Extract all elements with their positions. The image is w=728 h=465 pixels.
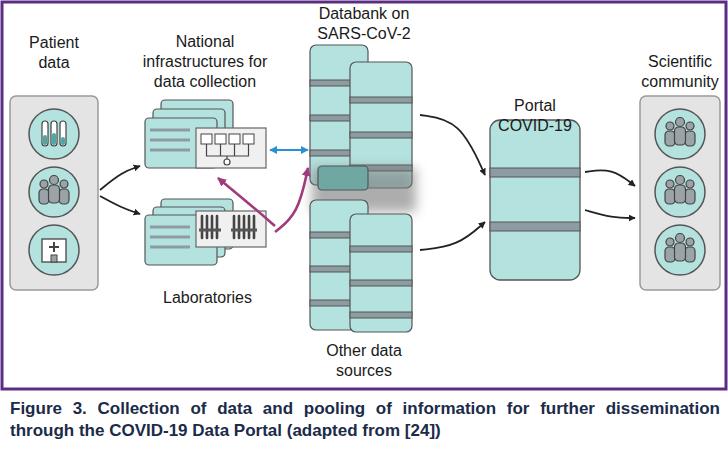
node-label: Portal COVID-19 (485, 96, 585, 136)
node-label: Other data sources (309, 341, 419, 381)
portal-cylinder (490, 120, 580, 280)
database-band (350, 280, 412, 286)
test-tube (42, 121, 48, 146)
community-panel-node: Scientific community (635, 52, 725, 292)
network-box (196, 128, 266, 168)
patient-panel-node: Patient data (8, 33, 100, 291)
node-label: Laboratories (143, 288, 273, 308)
flow-arrow (100, 166, 140, 190)
portal-band (490, 168, 580, 177)
test-tube (60, 121, 66, 146)
hospital-door (51, 255, 57, 262)
people-icon (665, 176, 695, 205)
flow-arrow (100, 196, 140, 214)
network-node (229, 134, 240, 144)
node-label: Scientific community (635, 52, 725, 92)
flow-arrow (585, 210, 635, 218)
icon-circle (655, 109, 705, 159)
database-band (350, 312, 412, 318)
community-panel (640, 96, 720, 290)
record-lines (150, 227, 190, 247)
database-segment (318, 166, 368, 190)
flow-arrow (218, 178, 275, 226)
flow-arrow (420, 222, 485, 250)
hospital-icon (42, 239, 66, 262)
icon-circle (29, 225, 79, 275)
tube-liquid (52, 133, 56, 145)
people-icon (665, 234, 695, 263)
flow-arrow (585, 170, 635, 186)
network-hub (224, 159, 230, 165)
flow-arrow (270, 149, 308, 151)
network-node (243, 134, 254, 144)
database-band (350, 246, 412, 252)
icon-circle (655, 167, 705, 217)
tube-rack-box (196, 211, 266, 247)
database-band (350, 132, 412, 138)
hospital-cross (49, 242, 59, 252)
database-band (350, 97, 412, 103)
figure-frame (2, 2, 726, 389)
node-label: National infrastructures for data collec… (142, 32, 269, 92)
icon-circle (29, 109, 79, 159)
rack-bar (199, 229, 257, 232)
people-icon (665, 118, 695, 147)
node-label: Databank on SARS-CoV-2 (309, 4, 419, 44)
infrastructure-stack: National infrastructures for data collec… (140, 32, 270, 178)
portal-cylinder-node: Portal COVID-19 (485, 96, 585, 284)
people-icon (39, 176, 69, 205)
network-node (201, 134, 212, 144)
icon-circle (29, 167, 79, 217)
patient-panel (10, 96, 98, 290)
node-label: Patient data (19, 33, 89, 73)
flow-arrow (275, 168, 308, 232)
lab-tubes (202, 216, 254, 238)
test-tube (51, 121, 57, 146)
record-lines (150, 130, 190, 150)
laboratory-stack: Laboratories (140, 190, 275, 308)
figure-caption: Figure 3. Collection of data and pooling… (10, 398, 720, 442)
portal-band (490, 222, 580, 231)
data-source-stack: Other data sources (308, 195, 420, 381)
network-node (215, 134, 226, 144)
tube-liquid (43, 135, 47, 145)
flow-arrow (420, 115, 485, 175)
icon-circle (655, 225, 705, 275)
tube-liquid (61, 137, 65, 145)
databank-stack: Databank on SARS-CoV-2 (308, 4, 420, 190)
database-column (350, 214, 412, 332)
